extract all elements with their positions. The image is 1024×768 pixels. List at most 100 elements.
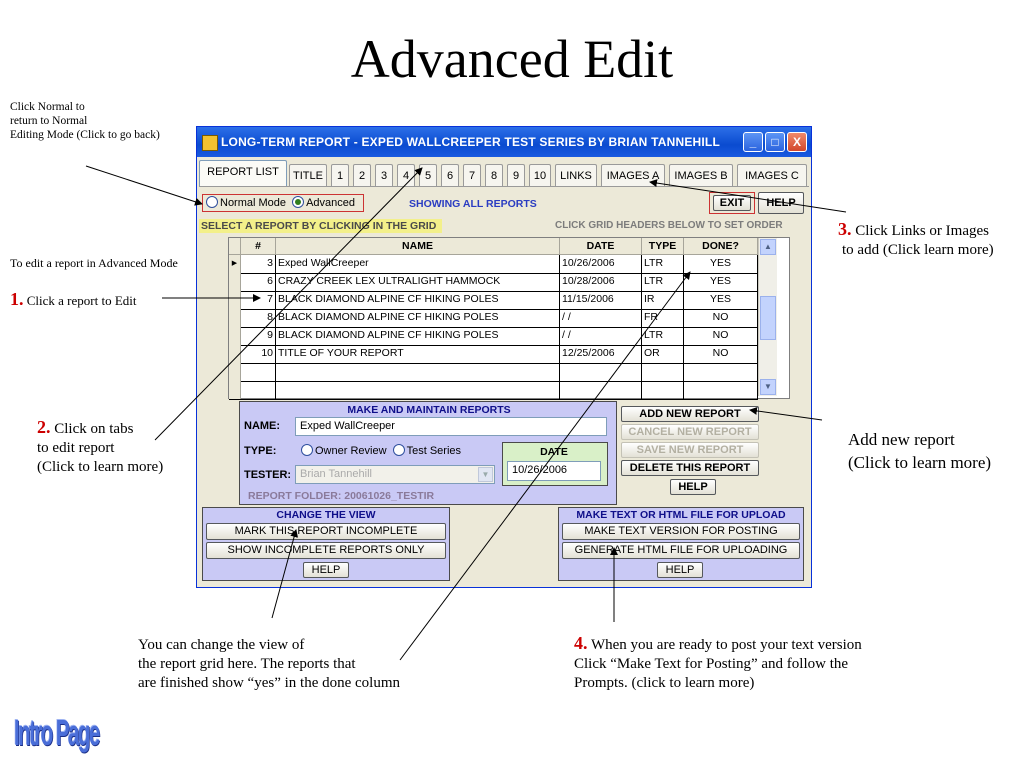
- advanced-mode-label[interactable]: Advanced: [306, 197, 356, 209]
- cell-date[interactable]: / /: [560, 327, 642, 345]
- tab-images-a[interactable]: IMAGES A: [601, 164, 665, 186]
- cell-date[interactable]: [560, 381, 642, 399]
- cell-done[interactable]: [684, 363, 758, 381]
- row-selector[interactable]: [229, 291, 241, 309]
- step4-note[interactable]: 4. When you are ready to post your text …: [574, 634, 862, 693]
- column-header-date[interactable]: DATE: [560, 238, 642, 255]
- minimize-button[interactable]: _: [743, 132, 763, 152]
- date-field[interactable]: 10/26/2006: [507, 461, 601, 481]
- maximize-button[interactable]: □: [765, 132, 785, 152]
- step3-note[interactable]: 3. Click Links or Images to add (Click l…: [838, 220, 994, 260]
- column-header-name[interactable]: NAME: [276, 238, 560, 255]
- add-new-report-button[interactable]: ADD NEW REPORT: [621, 406, 759, 422]
- tab-3[interactable]: 3: [375, 164, 393, 186]
- cell-date[interactable]: 11/15/2006: [560, 291, 642, 309]
- cell-num[interactable]: 9: [241, 327, 276, 345]
- row-selector[interactable]: [229, 309, 241, 327]
- maintain-help-button[interactable]: HELP: [670, 479, 716, 495]
- delete-report-button[interactable]: DELETE THIS REPORT: [621, 460, 759, 476]
- scroll-down-icon[interactable]: ▼: [760, 379, 776, 395]
- close-button[interactable]: X: [787, 132, 807, 152]
- chevron-down-icon[interactable]: ▼: [478, 467, 493, 482]
- tab-7[interactable]: 7: [463, 164, 481, 186]
- cell-date[interactable]: 10/26/2006: [560, 255, 642, 273]
- column-header-num[interactable]: #: [241, 238, 276, 255]
- tab-10[interactable]: 10: [529, 164, 551, 186]
- cell-num[interactable]: [241, 381, 276, 399]
- test-series-label[interactable]: Test Series: [406, 445, 462, 457]
- show-incomplete-button[interactable]: SHOW INCOMPLETE REPORTS ONLY: [206, 542, 446, 559]
- cell-num[interactable]: [241, 363, 276, 381]
- tab-8[interactable]: 8: [485, 164, 503, 186]
- scroll-thumb[interactable]: [760, 296, 776, 340]
- normal-mode-note[interactable]: Click Normal to return to Normal Editing…: [10, 100, 160, 142]
- title-bar[interactable]: LONG-TERM REPORT - EXPED WALLCREEPER TES…: [197, 127, 811, 157]
- column-header-type[interactable]: TYPE: [642, 238, 684, 255]
- cell-type[interactable]: LTR: [642, 273, 684, 291]
- cell-type[interactable]: LTR: [642, 255, 684, 273]
- cell-done[interactable]: NO: [684, 345, 758, 363]
- step1-note[interactable]: 1. Click a report to Edit: [10, 290, 137, 310]
- add-new-note[interactable]: Add new report (Click to learn more): [848, 428, 991, 474]
- help-button[interactable]: HELP: [758, 192, 804, 214]
- row-selector[interactable]: [229, 381, 241, 399]
- cell-name[interactable]: BLACK DIAMOND ALPINE CF HIKING POLES: [276, 291, 560, 309]
- normal-mode-radio[interactable]: [206, 196, 218, 208]
- cell-type[interactable]: IR: [642, 291, 684, 309]
- owner-review-radio[interactable]: [301, 444, 313, 456]
- tab-9[interactable]: 9: [507, 164, 525, 186]
- cell-num[interactable]: 6: [241, 273, 276, 291]
- grid-scrollbar[interactable]: ▲ ▼: [758, 238, 777, 396]
- cell-date[interactable]: 12/25/2006: [560, 345, 642, 363]
- normal-mode-label[interactable]: Normal Mode: [220, 197, 287, 209]
- view-help-button[interactable]: HELP: [303, 562, 349, 578]
- tab-2[interactable]: 2: [353, 164, 371, 186]
- cell-done[interactable]: NO: [684, 327, 758, 345]
- row-selector[interactable]: [229, 345, 241, 363]
- cell-name[interactable]: TITLE OF YOUR REPORT: [276, 345, 560, 363]
- intro-page-link[interactable]: Intro Page: [14, 712, 100, 753]
- cell-date[interactable]: / /: [560, 309, 642, 327]
- cell-name[interactable]: [276, 363, 560, 381]
- upload-help-button[interactable]: HELP: [657, 562, 703, 578]
- row-selector[interactable]: [229, 327, 241, 345]
- cell-type[interactable]: LTR: [642, 327, 684, 345]
- owner-review-label[interactable]: Owner Review: [315, 445, 387, 457]
- cell-done[interactable]: YES: [684, 291, 758, 309]
- cell-done[interactable]: [684, 381, 758, 399]
- cell-name[interactable]: [276, 381, 560, 399]
- cell-date[interactable]: [560, 363, 642, 381]
- cell-name[interactable]: BLACK DIAMOND ALPINE CF HIKING POLES: [276, 309, 560, 327]
- cell-done[interactable]: YES: [684, 273, 758, 291]
- scroll-up-icon[interactable]: ▲: [760, 239, 776, 255]
- cell-date[interactable]: 10/28/2006: [560, 273, 642, 291]
- cell-done[interactable]: NO: [684, 309, 758, 327]
- cell-type[interactable]: [642, 381, 684, 399]
- current-row-indicator-icon[interactable]: ▶: [229, 255, 241, 273]
- cell-done[interactable]: YES: [684, 255, 758, 273]
- cell-num[interactable]: 7: [241, 291, 276, 309]
- table-row[interactable]: [229, 363, 758, 382]
- tab-images-b[interactable]: IMAGES B: [669, 164, 733, 186]
- tab-title[interactable]: TITLE: [289, 164, 327, 186]
- tester-select[interactable]: Brian Tannehill ▼: [295, 465, 495, 484]
- row-selector[interactable]: [229, 363, 241, 381]
- name-field[interactable]: Exped WallCreeper: [295, 417, 607, 436]
- mark-incomplete-button[interactable]: MARK THIS REPORT INCOMPLETE: [206, 523, 446, 540]
- step2-note[interactable]: 2. Click on tabs to edit report (Click t…: [37, 418, 163, 477]
- cell-name[interactable]: CRAZY CREEK LEX ULTRALIGHT HAMMOCK: [276, 273, 560, 291]
- row-selector[interactable]: [229, 273, 241, 291]
- advanced-mode-radio[interactable]: [292, 196, 305, 208]
- cell-num[interactable]: 8: [241, 309, 276, 327]
- table-row[interactable]: [229, 381, 758, 400]
- cell-type[interactable]: OR: [642, 345, 684, 363]
- tab-6[interactable]: 6: [441, 164, 459, 186]
- cell-name[interactable]: BLACK DIAMOND ALPINE CF HIKING POLES: [276, 327, 560, 345]
- exit-button[interactable]: EXIT: [713, 195, 751, 211]
